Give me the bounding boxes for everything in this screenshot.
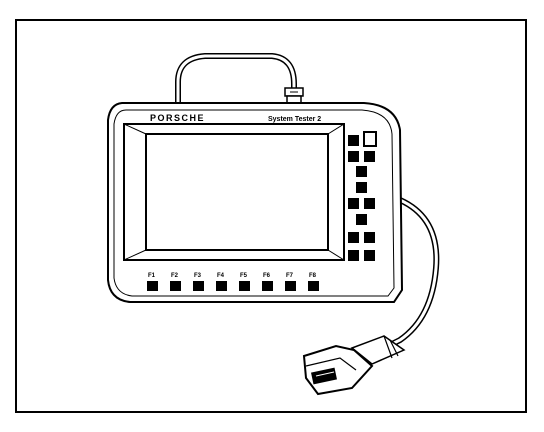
keypad-key[interactable] (364, 151, 375, 162)
fkey-button-5[interactable] (239, 281, 250, 291)
lcd-screen (145, 133, 329, 251)
keypad-key[interactable] (348, 250, 359, 261)
fkey-label-7: F7 (286, 273, 294, 279)
fkey-label-3: F3 (194, 273, 202, 279)
keypad-key[interactable] (348, 232, 359, 243)
top-connector (284, 87, 304, 104)
fkey-button-3[interactable] (193, 281, 204, 291)
fkey-button-4[interactable] (216, 281, 227, 291)
fkey-label-4: F4 (217, 273, 225, 279)
keypad-key[interactable] (348, 198, 359, 209)
keypad-key[interactable] (356, 214, 367, 225)
side-keypad (348, 131, 377, 261)
fkey-button-1[interactable] (147, 281, 158, 291)
fkey-label-1: F1 (148, 273, 156, 279)
fkey-button-8[interactable] (308, 281, 319, 291)
obd-connector (302, 335, 406, 396)
fkey-button-6[interactable] (262, 281, 273, 291)
fkey-button-7[interactable] (285, 281, 296, 291)
keypad-key[interactable] (348, 135, 359, 146)
fkey-button-2[interactable] (170, 281, 181, 291)
keypad-key[interactable] (356, 182, 367, 193)
fkey-label-6: F6 (263, 273, 271, 279)
fkey-label-8: F8 (309, 273, 317, 279)
fkey-label-5: F5 (240, 273, 248, 279)
keypad-key[interactable] (364, 232, 375, 243)
brand-label: PORSCHE (150, 113, 205, 123)
keypad-key[interactable] (348, 151, 359, 162)
keypad-key[interactable] (363, 131, 377, 147)
keypad-key[interactable] (356, 166, 367, 177)
model-label: System Tester 2 (268, 116, 321, 123)
keypad-key[interactable] (364, 198, 375, 209)
keypad-key[interactable] (364, 250, 375, 261)
fkey-label-2: F2 (171, 273, 179, 279)
